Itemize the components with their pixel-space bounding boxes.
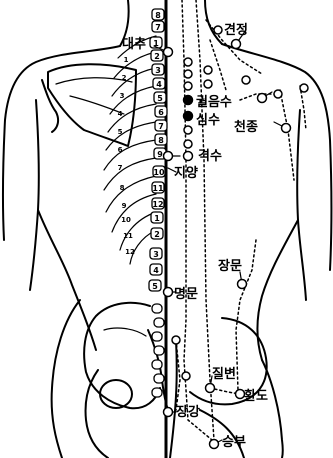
acupoint-jangmun[interactable]: 장문 — [218, 258, 247, 289]
acupoint-label: 환도 — [244, 388, 268, 404]
ribs — [104, 36, 156, 264]
vertebra-number: 2 — [154, 230, 160, 239]
vertebra-number: 5 — [152, 282, 158, 291]
vertebra-number: 3 — [155, 66, 161, 75]
acupoint-gyeoksu[interactable]: 격수 — [184, 149, 222, 164]
acupoint-label: 승부 — [222, 435, 246, 450]
rib-number: 4 — [118, 110, 123, 118]
vertebra-number: 7 — [158, 122, 164, 131]
acupoint-label: 궐음수 — [196, 94, 232, 110]
acupoint-label: 질변 — [212, 367, 236, 382]
rib-number: 10 — [121, 216, 131, 224]
acupoint-label: 견정 — [224, 22, 248, 38]
meridian-lines — [176, 0, 306, 440]
acupoint-label: 심수 — [196, 112, 220, 128]
sacral-segment — [152, 304, 162, 313]
meridian-points — [172, 26, 308, 380]
vertebra-number: 11 — [152, 184, 164, 193]
vertebra-number: 9 — [157, 150, 163, 159]
vertebra-number: 8 — [155, 11, 161, 20]
sacral-segment — [152, 332, 162, 341]
acupoint-seungbu[interactable]: 승부 — [210, 435, 246, 450]
rib-number: 1 — [124, 56, 129, 64]
acupoint-label: 격수 — [198, 149, 222, 164]
rib-number: 6 — [118, 146, 123, 154]
acupoint-myeongmun[interactable]: 명문 — [164, 286, 198, 302]
acupoint-label: 장문 — [218, 258, 242, 274]
rib-number: 11 — [123, 232, 133, 240]
acupoint-janggang[interactable]: 장강 — [164, 404, 200, 420]
vertebra-number: 7 — [155, 23, 161, 32]
rib-number: 2 — [122, 74, 127, 82]
sacral-segment — [154, 346, 164, 355]
sacral-segment — [152, 360, 162, 369]
rib-number: 8 — [120, 184, 125, 192]
sacral-segment — [152, 388, 162, 397]
rib-number: 3 — [120, 92, 125, 100]
vertebra-number: 4 — [153, 266, 159, 275]
vertebra-number: 6 — [158, 108, 164, 117]
acupoint-label: 명문 — [174, 286, 198, 302]
vertebra-number: 3 — [153, 250, 159, 259]
vertebra-number: 2 — [154, 52, 160, 61]
vertebra-number: 1 — [154, 214, 160, 223]
rib-number: 7 — [118, 164, 123, 172]
vertebra-number: 5 — [157, 94, 163, 103]
vertebra-number: 8 — [158, 136, 164, 145]
acupoint-gyeonjeong[interactable]: 견정 — [224, 22, 248, 49]
acupoint-label: 대추 — [122, 36, 146, 52]
vertebra-number: 12 — [152, 200, 163, 209]
sacral-segment — [154, 318, 164, 327]
acupoint-gwoleumsu[interactable]: 궐음수 — [184, 94, 232, 110]
vertebra-number: 10 — [153, 168, 165, 177]
acupoint-label: 천종 — [234, 120, 258, 135]
rib-number: 12 — [125, 248, 135, 256]
acupoint-label: 장강 — [176, 404, 200, 420]
rib-number: 9 — [122, 202, 127, 210]
rib-number: 5 — [118, 128, 123, 136]
acupoint-label: 지양 — [174, 166, 198, 181]
vertebra-number: 4 — [156, 80, 162, 89]
sacral-segment — [154, 374, 164, 383]
